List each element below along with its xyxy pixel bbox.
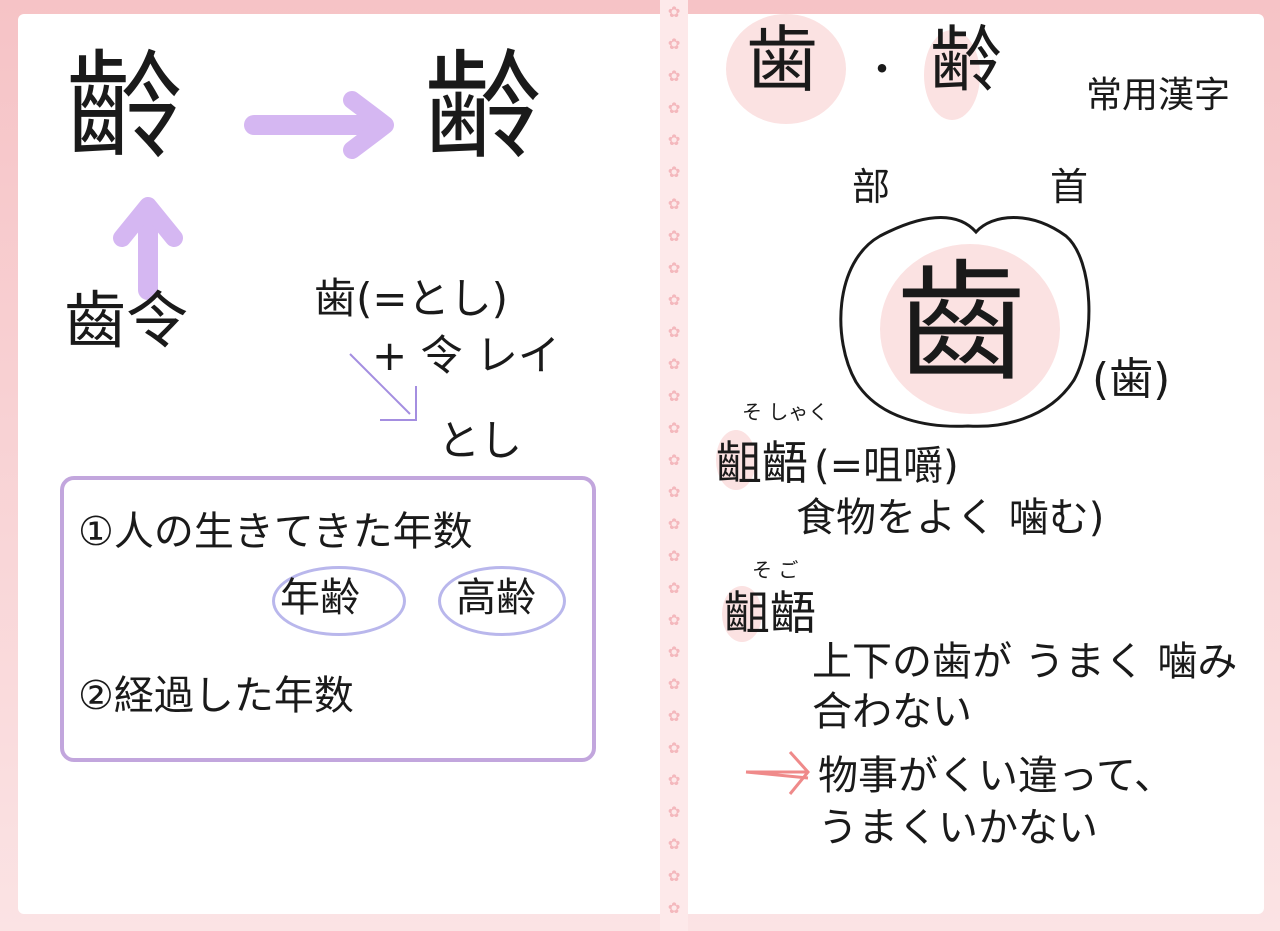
- spine-flower-icon: ✿: [667, 195, 681, 213]
- spine-flower-icon: ✿: [667, 835, 681, 853]
- spine-flower-icon: ✿: [667, 323, 681, 341]
- right-page: [688, 14, 1264, 914]
- radical-char: 齒: [896, 247, 1027, 399]
- spine-flower-icon: ✿: [667, 771, 681, 789]
- word2-meaning1: 上下の歯が うまく 噛み: [812, 639, 1238, 685]
- spine-flower-icon: ✿: [667, 515, 681, 533]
- old-form-char: 齡: [66, 38, 185, 176]
- spine-flower-icon: ✿: [667, 163, 681, 181]
- word2-meaning3: 物事がくい違って、: [818, 753, 1174, 799]
- word1-meaning: 食物をよく 噛む): [796, 495, 1105, 541]
- title-char2: 齢: [930, 18, 1003, 102]
- left-page: [18, 14, 660, 914]
- meaning1: ①人の生きてきた年数: [78, 509, 473, 555]
- word1-highlight: [716, 430, 756, 490]
- example1: 年齢: [280, 575, 360, 621]
- spine-flower-icon: ✿: [667, 355, 681, 373]
- radical-variant: (歯): [1092, 354, 1171, 405]
- spine-flower-icon: ✿: [667, 803, 681, 821]
- radical-label-2: 首: [1050, 165, 1089, 209]
- spine-flower-icon: ✿: [667, 99, 681, 117]
- meaning2: ②経過した年数: [78, 673, 354, 719]
- spine-flower-icon: ✿: [667, 67, 681, 85]
- spine-flower-icon: ✿: [667, 707, 681, 725]
- word2: 齟齬: [724, 586, 816, 640]
- ancient-form-char: 齒令: [64, 284, 189, 357]
- spine-flower-icon: ✿: [667, 899, 681, 917]
- etymology-line2: + 令 レイ: [372, 331, 560, 380]
- spine-flower-icon: ✿: [667, 675, 681, 693]
- spine-flower-icon: ✿: [667, 3, 681, 21]
- spine-flower-icon: ✿: [667, 611, 681, 629]
- new-form-char: 齢: [424, 38, 543, 176]
- spine-decoration: ✿ ✿ ✿ ✿ ✿ ✿ ✿ ✿ ✿ ✿ ✿ ✿ ✿ ✿ ✿ ✿ ✿ ✿ ✿ ✿ ✿ ✿ ✿ ✿ ✿ ✿ ✿ ✿ ✿: [660, 0, 688, 931]
- title-separator: ・: [862, 47, 902, 93]
- spine-flower-icon: ✿: [667, 643, 681, 661]
- word2-highlight: [722, 586, 762, 642]
- spine-flower-icon: ✿: [667, 739, 681, 757]
- meaning-box: [60, 476, 596, 762]
- spine-flower-icon: ✿: [667, 547, 681, 565]
- word2-ruby: そ ご: [752, 558, 799, 582]
- spine-flower-icon: ✿: [667, 483, 681, 501]
- title-highlight1: [726, 14, 846, 124]
- spine-flower-icon: ✿: [667, 291, 681, 309]
- spine-flower-icon: ✿: [667, 131, 681, 149]
- jouyou-label: 常用漢字: [1086, 75, 1231, 116]
- oval-example2: [438, 566, 566, 636]
- radical-highlight: [880, 244, 1060, 414]
- word2-meaning4: うまくいかない: [818, 805, 1098, 851]
- spine-flower-icon: ✿: [667, 419, 681, 437]
- example2: 高齢: [456, 575, 536, 621]
- radical-label-1: 部: [852, 165, 891, 209]
- etymology-line1: 歯(=とし): [314, 274, 508, 323]
- spine-flower-icon: ✿: [667, 259, 681, 277]
- etymology-line3: とし: [438, 416, 523, 465]
- title-char1: 歯: [746, 18, 819, 102]
- word1: 齟齬: [716, 436, 808, 490]
- spine-flower-icon: ✿: [667, 451, 681, 469]
- word1-note: (=咀嚼): [814, 443, 959, 489]
- spine-flower-icon: ✿: [667, 579, 681, 597]
- title-highlight2: [924, 30, 980, 120]
- spine-flower-icon: ✿: [667, 227, 681, 245]
- spine-flower-icon: ✿: [667, 35, 681, 53]
- word1-ruby: そ しゃく: [742, 400, 829, 424]
- word2-meaning2: 合わない: [812, 689, 972, 735]
- spine-flower-icon: ✿: [667, 387, 681, 405]
- oval-example1: [272, 566, 406, 636]
- spine-flower-icon: ✿: [667, 867, 681, 885]
